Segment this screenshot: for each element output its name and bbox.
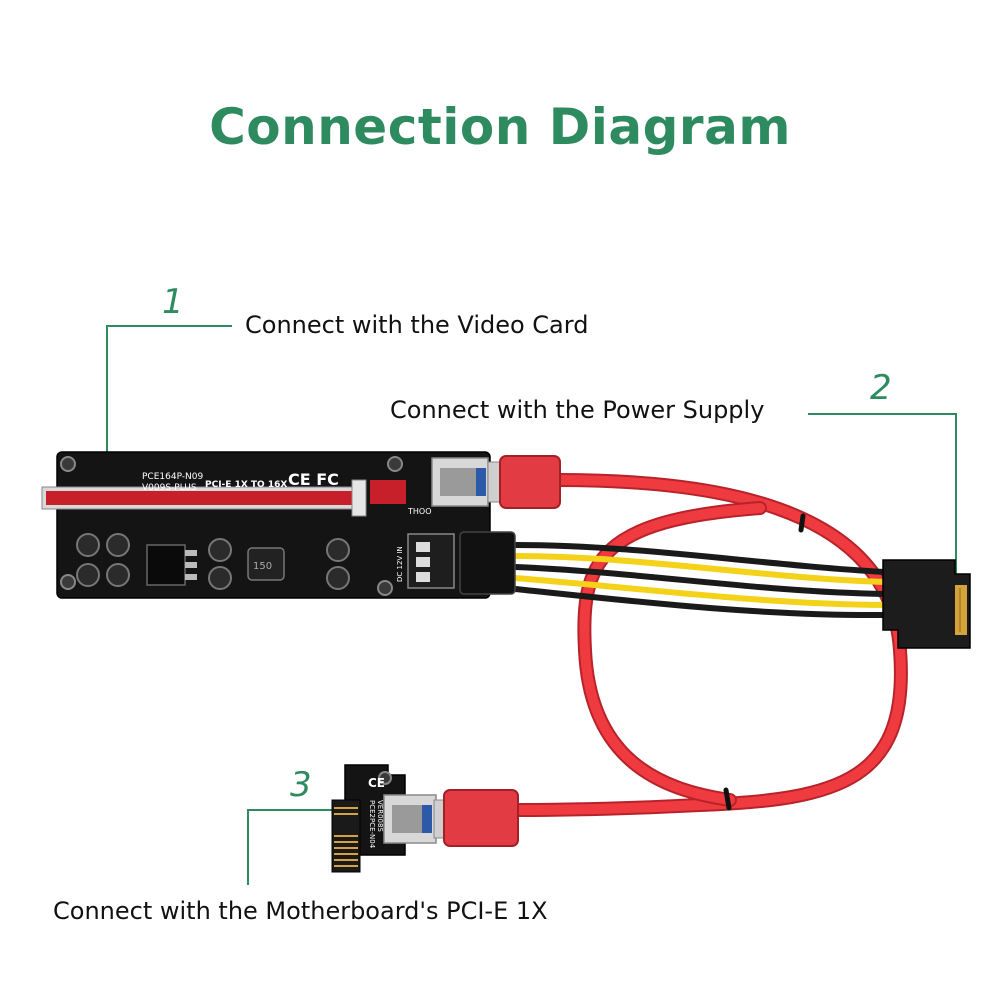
board-model-line1: PCE164P-N09: [142, 472, 204, 482]
usb-cable: [513, 473, 908, 817]
adapter-model-text: PCE2PCE-N04: [368, 800, 376, 849]
riser-board: [41, 451, 561, 599]
usb-connector-icon: [383, 794, 437, 844]
board-vendor-text: THOO: [407, 507, 432, 516]
molex-connector-icon: [407, 533, 455, 589]
callout-label-video-card: Connect with the Video Card: [245, 311, 589, 339]
power-wires: [514, 542, 886, 619]
adapter-board: [331, 764, 519, 873]
board-cert-marks: CE FC: [288, 470, 339, 489]
board-inductor-text: 150: [253, 561, 272, 572]
callout-label-power-supply: Connect with the Power Supply: [390, 396, 765, 424]
adapter-version-text: VER008S: [376, 800, 384, 832]
page-title: Connection Diagram: [209, 98, 791, 156]
usb-connector-icon: [431, 457, 489, 507]
board-power-text: DC 12V IN: [396, 546, 404, 582]
sata-power-connector-icon: [882, 559, 971, 649]
leader-line-3: [247, 809, 344, 885]
callout-label-motherboard: Connect with the Motherboard's PCI-E 1X: [53, 897, 548, 925]
board-model-line2: V009S-PLUS: [142, 483, 197, 493]
callout-number-2: 2: [870, 368, 892, 408]
callout-number-1: 1: [162, 282, 184, 322]
adapter-cert-mark: CE: [368, 776, 385, 790]
capacitors: [76, 533, 350, 590]
leader-line-1: [106, 325, 232, 500]
board-bus-text: PCI-E 1X TO 16X: [205, 480, 287, 490]
leader-line-2: [808, 413, 957, 590]
callout-number-3: 3: [290, 765, 312, 805]
